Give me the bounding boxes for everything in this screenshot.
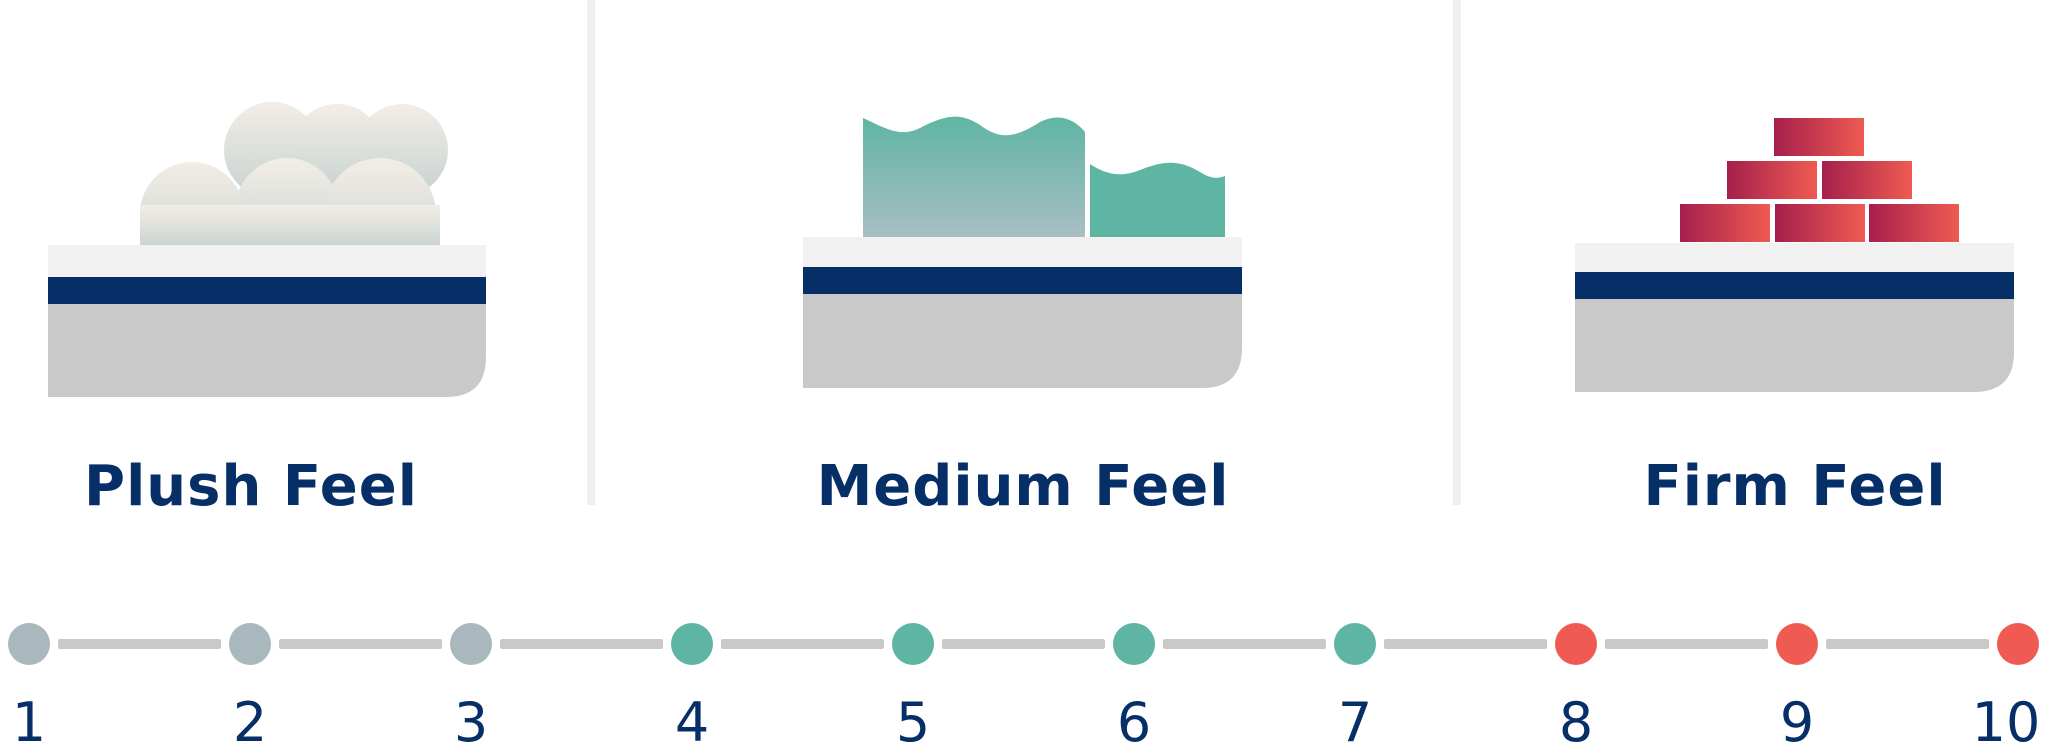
mattress-medium: [803, 237, 1242, 388]
scale-dot-8: [1555, 623, 1597, 665]
scale-connector: [1605, 639, 1768, 649]
firm-feel-label: Firm Feel: [1643, 454, 1947, 519]
scale-dot-5: [892, 623, 934, 665]
scale-dot-9: [1776, 623, 1818, 665]
scale-tick-7: 7: [1337, 691, 1373, 754]
scale-connector: [58, 639, 221, 649]
scale-tick-8: 8: [1558, 691, 1594, 754]
scale-connector: [500, 639, 663, 649]
scale-tick-1: 1: [11, 691, 47, 754]
firmness-scale: [8, 623, 2039, 665]
scale-connector: [1384, 639, 1547, 649]
scale-tick-2: 2: [232, 691, 268, 754]
scale-dot-1: [8, 623, 50, 665]
scale-connector: [721, 639, 884, 649]
mattress-plush: [48, 245, 486, 397]
scale-tick-5: 5: [895, 691, 931, 754]
scale-dot-4: [671, 623, 713, 665]
divider-left: [587, 0, 595, 505]
scale-dot-10: [1997, 623, 2039, 665]
scale-dot-3: [450, 623, 492, 665]
scale-tick-6: 6: [1116, 691, 1152, 754]
scale-tick-3: 3: [453, 691, 489, 754]
scale-tick-4: 4: [674, 691, 710, 754]
mattress-firm: [1575, 243, 2014, 392]
scale-dot-7: [1334, 623, 1376, 665]
divider-right: [1453, 0, 1461, 505]
scale-connector: [1826, 639, 1989, 649]
scale-connector: [942, 639, 1105, 649]
medium-feel-label: Medium Feel: [816, 454, 1230, 519]
scale-dot-6: [1113, 623, 1155, 665]
scale-dot-2: [229, 623, 271, 665]
bricks-icon: [1680, 118, 1959, 242]
scale-connector: [1163, 639, 1326, 649]
scale-tick-9: 9: [1779, 691, 1815, 754]
waves-icon: [863, 116, 1225, 238]
scale-connector: [279, 639, 442, 649]
clouds-icon: [140, 102, 448, 270]
scale-tick-10: 10: [1971, 691, 2041, 754]
plush-feel-label: Plush Feel: [84, 454, 418, 519]
